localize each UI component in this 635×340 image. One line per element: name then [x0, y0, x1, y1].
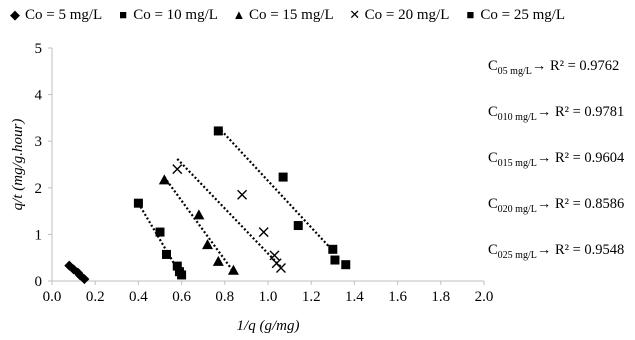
- r-squared-row-series-2: C010 mg/L→ R² = 0.9781: [488, 104, 624, 123]
- data-point-series-2: [161, 249, 171, 259]
- y-tick-label: 1: [35, 227, 43, 243]
- r-squared-prefix: C: [488, 196, 498, 212]
- legend-label: Co = 25 mg/L: [480, 6, 566, 23]
- data-point-series-3: [202, 239, 214, 250]
- r-squared-value: → R² = 0.9762: [531, 58, 620, 74]
- data-point-series-5: [341, 260, 351, 270]
- r-squared-prefix: C: [488, 242, 498, 258]
- r-squared-subscript: 015 mg/L: [497, 157, 537, 169]
- x-tick-label: 0.4: [129, 289, 148, 305]
- x-axis-label: 1/q (g/mg): [237, 318, 300, 334]
- y-axis-label: q/t (mg/g.hour): [10, 119, 26, 211]
- r-squared-row-series-5: C025 mg/L→ R² = 0.9548: [488, 242, 624, 261]
- r-squared-subscript: 025 mg/L: [497, 249, 537, 261]
- x-tick-label: 0.2: [86, 289, 105, 305]
- x-tick-label: 1.0: [259, 289, 278, 305]
- data-point-series-4: [237, 189, 248, 200]
- data-point-series-4: [172, 164, 183, 175]
- x-tick-label: 0.6: [172, 289, 191, 305]
- r-squared-row-series-1: C05 mg/L→ R² = 0.9762: [488, 58, 619, 77]
- data-point-series-4: [275, 262, 286, 273]
- data-point-series-5: [293, 221, 303, 231]
- r-squared-subscript: 020 mg/L: [497, 203, 537, 215]
- legend-marker-triangle: ▲: [232, 7, 246, 22]
- legend-label: Co = 20 mg/L: [364, 6, 450, 23]
- r-squared-row-series-3: C015 mg/L→ R² = 0.9604: [488, 150, 624, 169]
- x-tick-label: 1.2: [302, 289, 321, 305]
- data-point-series-5: [330, 255, 340, 265]
- data-point-series-5: [328, 244, 338, 254]
- data-point-series-4: [258, 227, 269, 238]
- data-point-series-2: [172, 261, 182, 271]
- y-tick-label: 2: [35, 181, 43, 197]
- data-point-series-3: [193, 209, 205, 220]
- legend-label: Co = 15 mg/L: [248, 6, 334, 23]
- chart-legend: ◆Co = 5 mg/L■Co = 10 mg/L▲Co = 15 mg/L✕C…: [8, 2, 628, 28]
- legend-item-series-4: ✕Co = 20 mg/L: [348, 6, 450, 24]
- r-squared-prefix: C: [488, 150, 498, 166]
- r-squared-value: → R² = 0.8586: [536, 196, 625, 212]
- trendline-series-2: [137, 202, 183, 277]
- data-point-series-2: [133, 198, 143, 208]
- y-tick-label: 5: [35, 41, 43, 57]
- r-squared-prefix: C: [488, 104, 498, 120]
- x-tick-label: 1.6: [388, 289, 407, 305]
- r-squared-subscript: 05 mg/L: [497, 65, 532, 77]
- r-squared-value: → R² = 0.9781: [536, 104, 625, 120]
- trendline-series-4: [176, 158, 282, 268]
- legend-marker-diamond: ◆: [10, 7, 20, 22]
- x-tick-label: 1.8: [431, 289, 450, 305]
- r-squared-prefix: C: [488, 58, 498, 74]
- data-point-series-3: [158, 174, 170, 185]
- x-tick-label: 2.0: [475, 289, 494, 305]
- legend-item-series-2: ■ Co = 10 mg/L: [116, 7, 218, 24]
- legend-item-series-5: ■ Co = 25 mg/L: [463, 7, 565, 24]
- data-point-series-3: [212, 255, 224, 266]
- r-squared-subscript: 010 mg/L: [497, 111, 537, 123]
- trendline-series-3: [163, 176, 235, 273]
- data-point-series-4: [269, 250, 280, 261]
- data-point-series-5: [278, 172, 288, 182]
- r-squared-value: → R² = 0.9548: [536, 242, 625, 258]
- legend-label: Co = 5 mg/L: [25, 6, 103, 23]
- r-squared-value: → R² = 0.9604: [536, 150, 625, 166]
- legend-label: Co = 10 mg/L: [133, 6, 218, 23]
- x-tick-label: 0.0: [43, 289, 62, 305]
- data-point-series-2: [155, 227, 165, 237]
- legend-marker-square: ■: [119, 7, 128, 22]
- trendline-series-5: [217, 126, 336, 254]
- data-point-series-5: [213, 126, 223, 136]
- y-tick-label: 3: [35, 134, 43, 150]
- y-tick-label: 0: [35, 274, 43, 290]
- legend-marker-square: ■: [466, 7, 475, 22]
- data-point-series-2: [177, 270, 187, 280]
- legend-marker-x: ✕: [349, 7, 361, 22]
- y-tick-label: 4: [35, 88, 43, 104]
- r-squared-row-series-4: C020 mg/L→ R² = 0.8586: [488, 196, 624, 215]
- legend-item-series-3: ▲Co = 15 mg/L: [232, 7, 334, 24]
- x-tick-label: 1.4: [345, 289, 364, 305]
- legend-item-series-1: ◆ Co = 5 mg/L: [8, 7, 102, 24]
- x-tick-label: 0.8: [215, 289, 234, 305]
- data-point-series-3: [227, 264, 239, 275]
- data-point-series-1: [79, 274, 90, 285]
